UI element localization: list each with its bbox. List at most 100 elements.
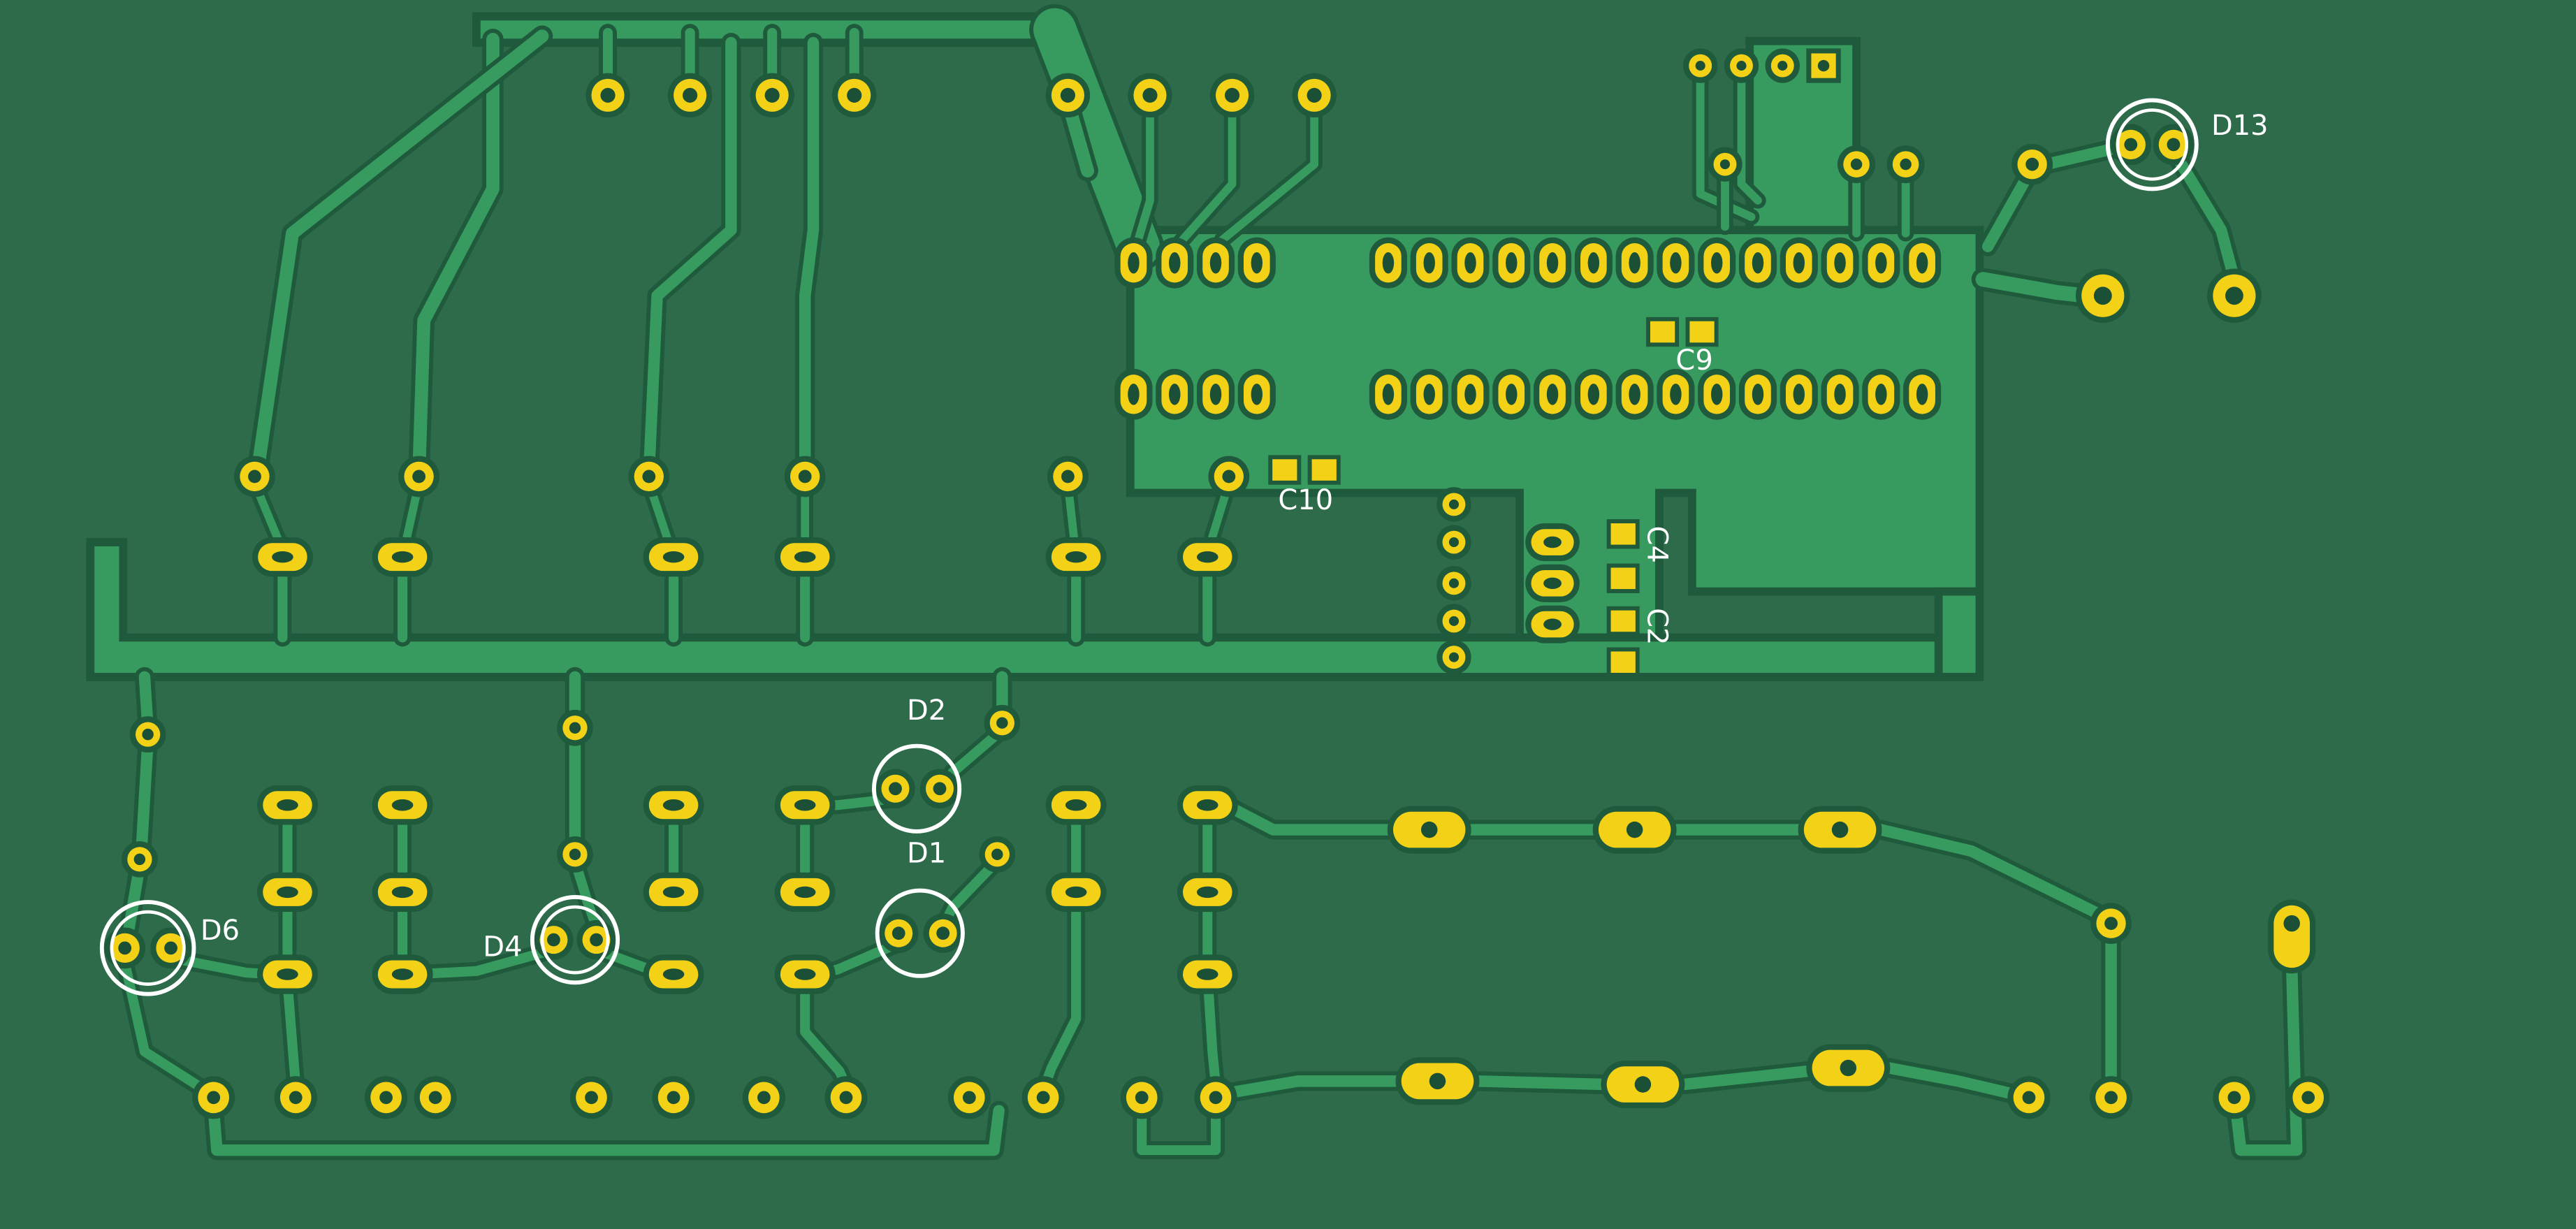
copper-trace[interactable] [1678, 1066, 1813, 1091]
pad-round[interactable] [534, 919, 574, 960]
pad-oval[interactable] [1410, 368, 1448, 420]
pad-oval[interactable] [643, 537, 704, 577]
pad-oval[interactable] [1237, 368, 1276, 420]
pad-round[interactable] [831, 73, 877, 118]
pad-oval[interactable] [1534, 237, 1572, 289]
pad-oval[interactable] [1114, 368, 1153, 420]
copper-trace[interactable] [643, 36, 737, 479]
pad-round[interactable] [1436, 487, 1471, 522]
pad-oval[interactable] [1525, 523, 1580, 562]
copper-trace[interactable] [282, 977, 301, 1091]
pad-round[interactable] [2207, 268, 2262, 323]
pad-oval[interactable] [1492, 237, 1531, 289]
pad-oval[interactable] [1534, 368, 1572, 420]
pad-round[interactable] [122, 841, 158, 878]
copper-trace[interactable] [1224, 1075, 1402, 1099]
copper-trace[interactable] [799, 36, 820, 479]
copper-trace[interactable] [251, 29, 549, 475]
pad-round[interactable] [274, 1076, 317, 1119]
pad-smd[interactable] [1268, 455, 1302, 485]
pad-oval[interactable] [256, 872, 318, 912]
copper-trace[interactable] [2230, 961, 2303, 1156]
pad-round[interactable] [2007, 1076, 2051, 1119]
copper-pour[interactable] [1126, 226, 1984, 670]
pad-round[interactable] [923, 913, 963, 953]
pad-oblong[interactable] [1395, 1057, 1480, 1105]
copper-trace[interactable] [1130, 91, 1154, 254]
copper-trace[interactable] [1875, 824, 2111, 923]
pad-round[interactable] [557, 836, 593, 873]
pad-oval[interactable] [1237, 237, 1276, 289]
pad-oval[interactable] [1451, 237, 1490, 289]
pad-oval[interactable] [774, 872, 836, 912]
pad-smd[interactable] [1646, 317, 1680, 347]
copper-trace[interactable] [2167, 145, 2241, 286]
copper-trace[interactable] [208, 1103, 1005, 1156]
pad-smd[interactable] [1606, 563, 1640, 593]
pad-round[interactable] [1120, 1076, 1163, 1119]
pad-round[interactable] [1047, 456, 1089, 497]
copper-trace[interactable] [1696, 71, 1756, 221]
pad-round[interactable] [585, 73, 630, 118]
pad-round[interactable] [1045, 73, 1091, 118]
pad-oval[interactable] [1177, 537, 1238, 577]
pad-oval[interactable] [1156, 368, 1194, 420]
pad-oval[interactable] [1738, 368, 1777, 420]
pad-oblong[interactable] [1387, 806, 1471, 854]
pad-round[interactable] [398, 456, 440, 497]
pad-round[interactable] [1436, 639, 1471, 675]
pad-oval[interactable] [1657, 237, 1695, 289]
pad-round[interactable] [192, 1076, 235, 1119]
pad-round[interactable] [365, 1076, 408, 1119]
pad-oval[interactable] [1156, 237, 1194, 289]
pad-round[interactable] [2011, 143, 2053, 185]
pad-oval[interactable] [1862, 237, 1900, 289]
pad-round[interactable] [2090, 903, 2132, 944]
copper-trace[interactable] [1175, 91, 1237, 247]
pad-oval[interactable] [372, 872, 433, 912]
pad-round[interactable] [557, 709, 593, 746]
pad-round[interactable] [1683, 48, 1718, 83]
pad-oblong[interactable] [1806, 1044, 1891, 1092]
copper-trace[interactable] [1883, 1062, 2021, 1100]
pad-smd[interactable] [1606, 647, 1640, 677]
pad-round[interactable] [742, 1076, 785, 1119]
pad-round[interactable] [750, 73, 794, 118]
copper-trace[interactable] [135, 735, 154, 859]
pad-round[interactable] [576, 919, 616, 960]
pad-oblong[interactable] [1601, 1060, 1685, 1109]
pad-oval[interactable] [372, 537, 433, 577]
copper-trace[interactable] [1137, 1100, 1221, 1156]
pad-oval[interactable] [1177, 785, 1238, 825]
pad-round[interactable] [947, 1076, 991, 1119]
pad-oval[interactable] [1780, 368, 1818, 420]
copper-trace[interactable] [1473, 1075, 1611, 1091]
pad-oval[interactable] [1114, 237, 1153, 289]
pad-oval[interactable] [643, 872, 704, 912]
pad-oblong[interactable] [1592, 806, 1677, 854]
pad-oval[interactable] [1698, 368, 1736, 420]
pad-oval[interactable] [1525, 605, 1580, 643]
pad-round[interactable] [1436, 604, 1471, 639]
pad-round[interactable] [1128, 73, 1172, 118]
pad-oval[interactable] [1698, 237, 1736, 289]
pad-oval[interactable] [372, 954, 433, 994]
pad-oval[interactable] [1821, 237, 1859, 289]
pad-oval[interactable] [1821, 368, 1859, 420]
pad-round[interactable] [784, 456, 826, 497]
copper-trace[interactable] [1202, 969, 1221, 1090]
pad-oval[interactable] [256, 954, 318, 994]
pad-round[interactable] [1436, 566, 1471, 601]
pad-round[interactable] [2089, 1076, 2133, 1119]
pad-round[interactable] [979, 836, 1016, 873]
pad-round[interactable] [569, 1076, 613, 1119]
pad-oval[interactable] [1615, 368, 1654, 420]
pad-round[interactable] [1208, 456, 1250, 497]
pad-oval[interactable] [1574, 368, 1613, 420]
copper-trace[interactable] [409, 945, 559, 980]
pad-smd[interactable] [1606, 519, 1640, 549]
pad-oval[interactable] [1574, 237, 1613, 289]
pad-oval[interactable] [1045, 785, 1107, 825]
pad-round[interactable] [1708, 147, 1742, 182]
